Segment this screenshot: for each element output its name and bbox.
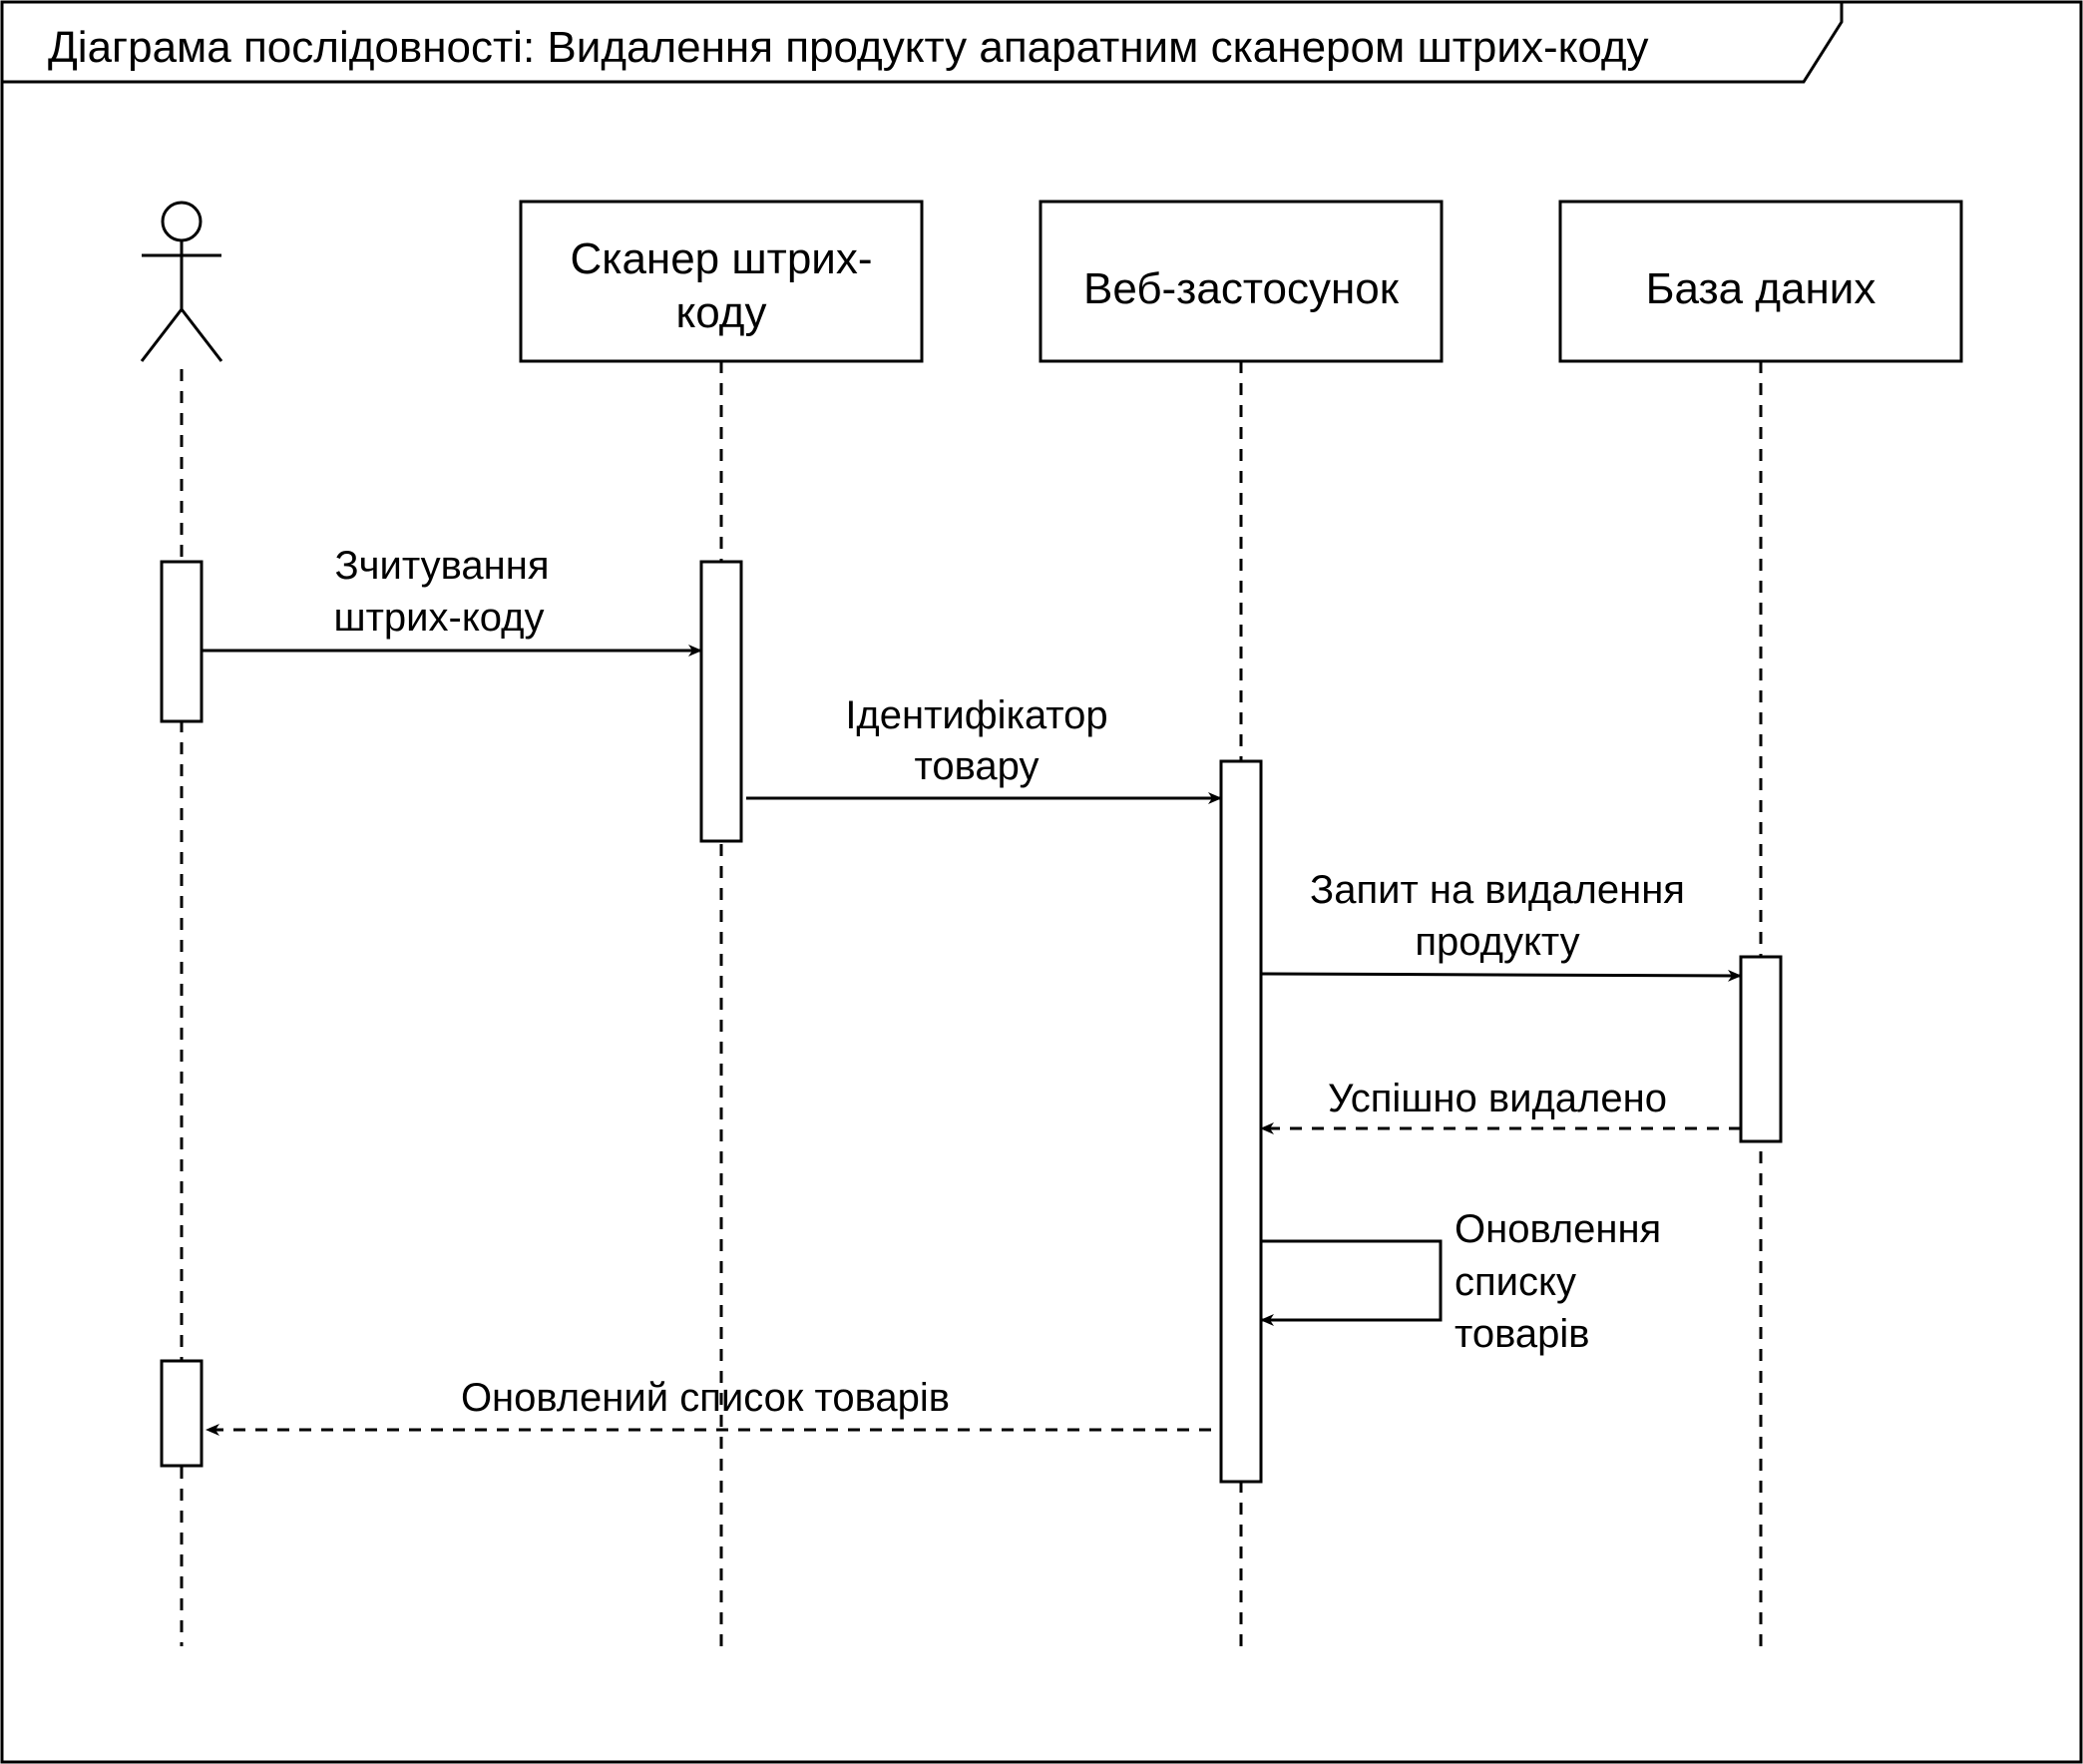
participant-webapp: Веб-застосунок: [1039, 200, 1444, 363]
message-refresh-list-label-line-3: товарів: [1455, 1312, 1590, 1356]
message-refresh-list-label-line-2: списку: [1455, 1260, 1576, 1304]
message-deleted-ok-label: Успішно видалено: [1328, 1077, 1667, 1120]
message-product-id-label-line-2: товару: [915, 744, 1040, 788]
participant-scanner-label-line-2: коду: [676, 288, 767, 337]
message-delete-request-label-line-1: Запит на видалення: [1310, 868, 1685, 912]
actor-activation-2: [160, 1359, 204, 1468]
message-delete-request-arrow: [1260, 969, 1742, 982]
message-updated-list-label: Оновлений список товарів: [461, 1376, 950, 1420]
message-refresh-list-label-line-1: Оновлення: [1455, 1207, 1661, 1251]
participant-scanner-box: [519, 200, 924, 363]
message-scan-label-line-1: Зчитування: [335, 544, 550, 588]
webapp-activation: [1219, 759, 1263, 1484]
participant-webapp-label: Веб-застосунок: [1083, 264, 1400, 313]
participant-scanner-label-line-1: Сканер штрих-: [570, 234, 872, 283]
message-product-id-label-line-1: Ідентифікатор: [845, 693, 1107, 737]
participant-database: База даних: [1558, 200, 1963, 363]
database-activation: [1739, 955, 1783, 1143]
participant-database-box: [1558, 200, 1963, 363]
frame-title: Діаграма послідовності: Видалення продук…: [48, 23, 1649, 72]
message-scan-label-line-2: штрих-коду: [334, 596, 545, 640]
scanner-activation: [699, 560, 743, 843]
participant-database-label: База даних: [1646, 264, 1876, 313]
message-refresh-list-arrow: [1260, 1239, 1443, 1326]
actor-stick-figure-icon: [140, 201, 223, 362]
participant-scanner: Сканер штрих- коду: [519, 200, 924, 363]
message-delete-request-label-line-2: продукту: [1415, 920, 1579, 964]
participant-webapp-box: [1039, 200, 1444, 363]
actor-activation-1: [160, 560, 204, 723]
frame-title-tab: [2, 2, 1844, 84]
